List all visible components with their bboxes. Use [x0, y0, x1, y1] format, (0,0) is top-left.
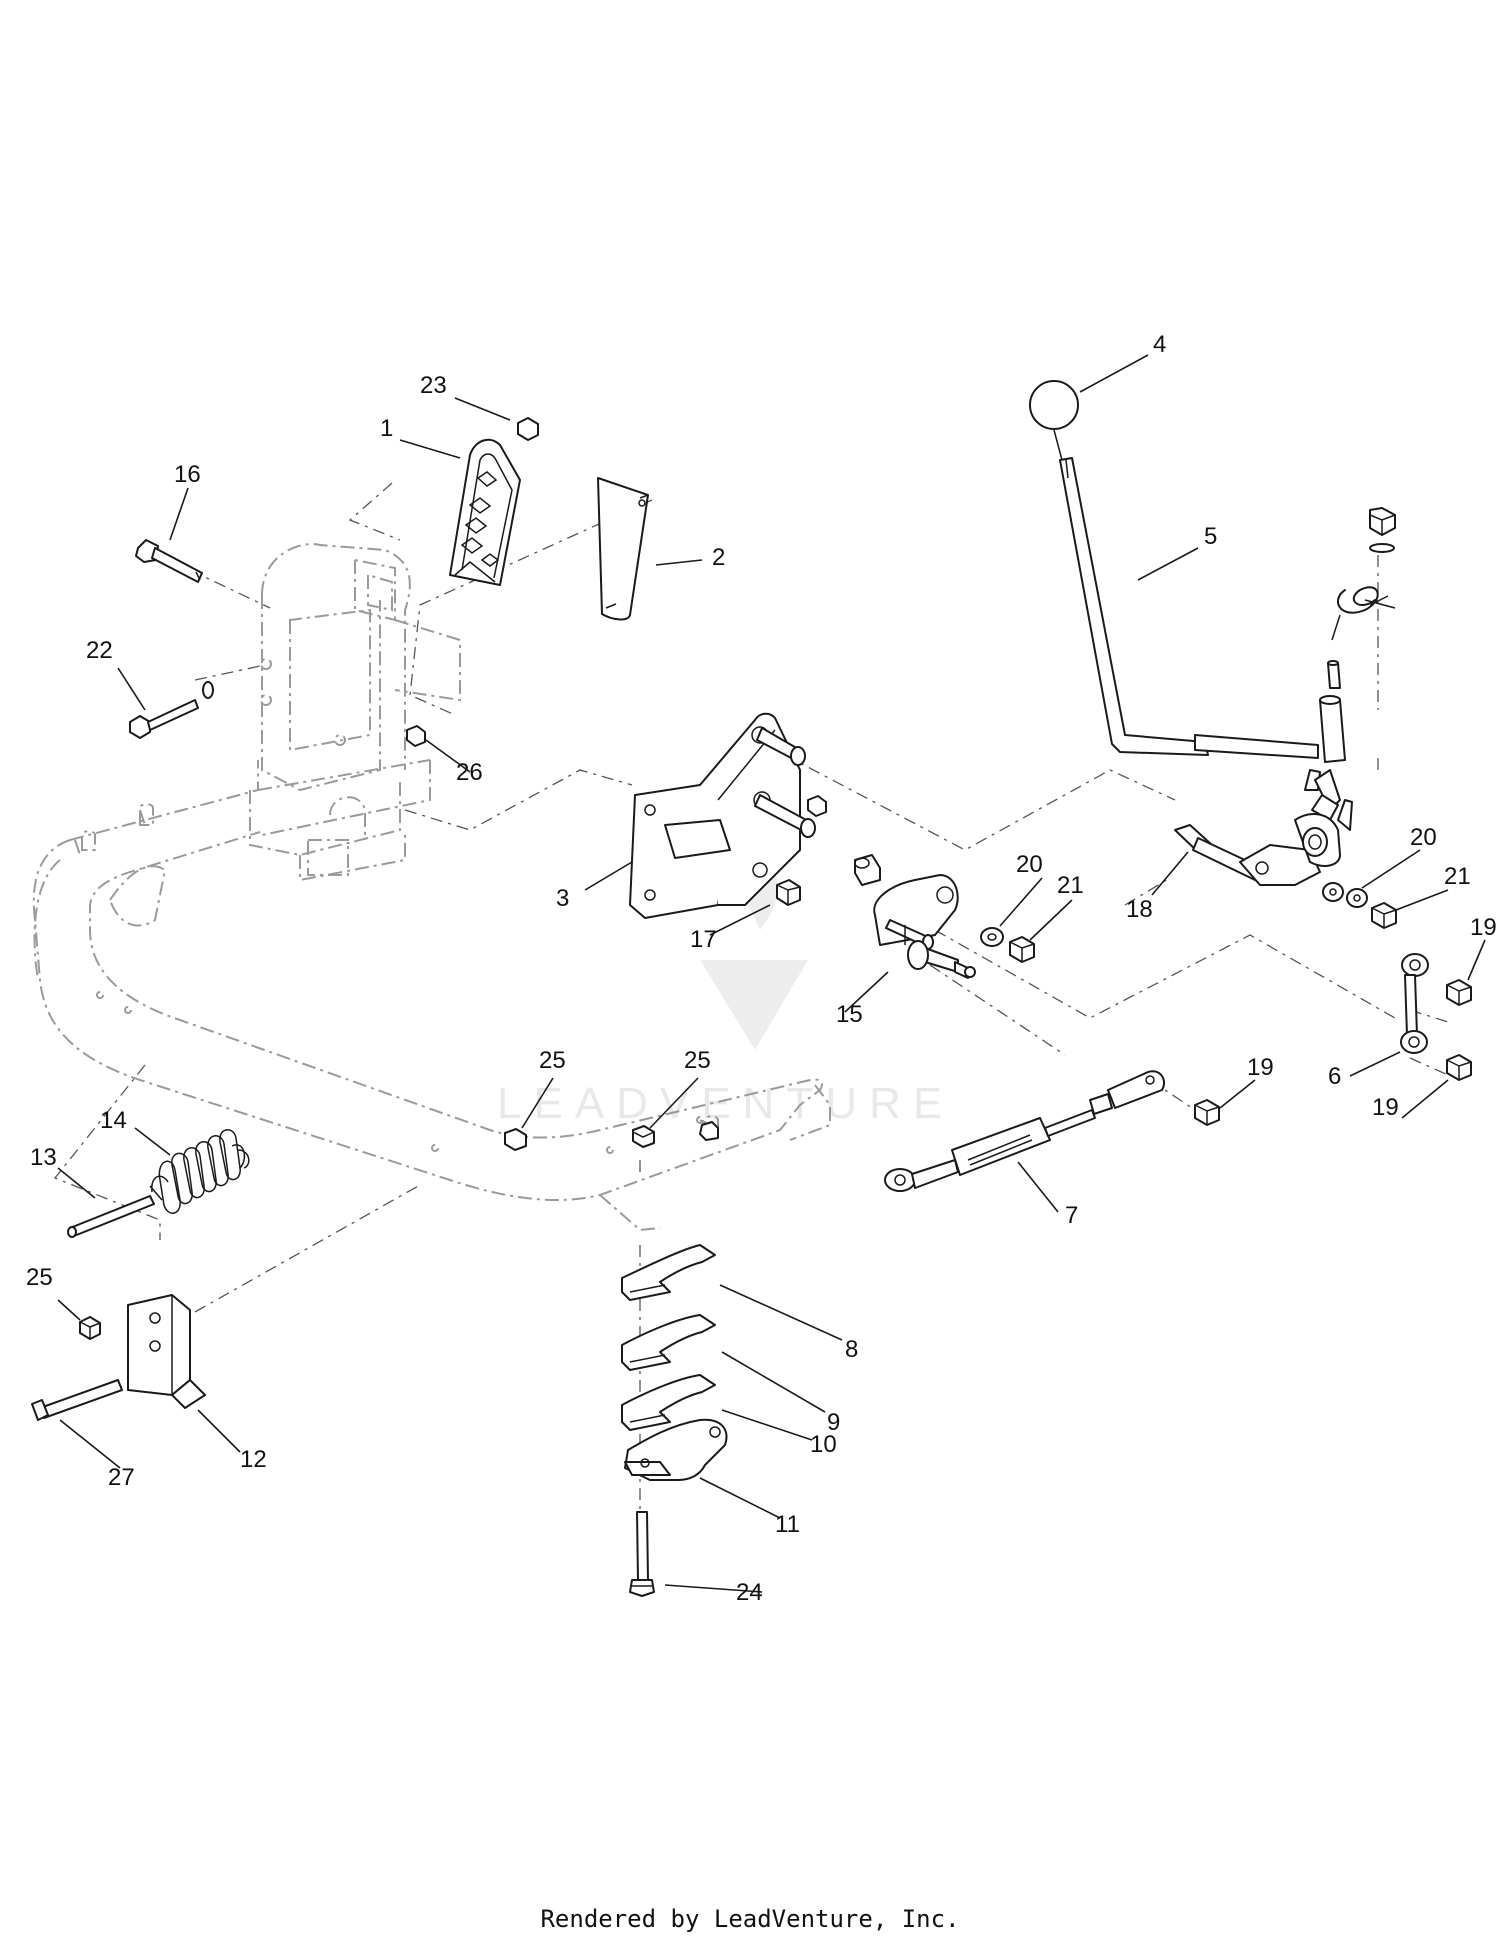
assembly-guides — [53, 482, 1449, 1590]
part-4-knob — [1029, 380, 1079, 461]
callout-23: 23 — [420, 372, 447, 399]
bracket-pins — [754, 727, 816, 838]
callout-25b: 25 — [684, 1047, 711, 1074]
callout-5: 5 — [1204, 523, 1217, 550]
callout-27: 27 — [108, 1464, 135, 1491]
part-12-spring-bracket — [127, 1294, 206, 1409]
spacer — [854, 854, 881, 886]
callout-2: 2 — [712, 544, 725, 571]
callout-10: 10 — [810, 1431, 837, 1458]
part-6-link — [1400, 953, 1429, 1054]
part-16-bolt — [135, 539, 203, 583]
callout-24: 24 — [736, 1579, 763, 1606]
watermark-text: LEADVENTURE — [497, 1079, 954, 1128]
leader-lines — [57, 354, 1486, 1593]
part-14-spring — [149, 1129, 250, 1214]
part-27-bolt — [31, 1379, 123, 1421]
callout-14: 14 — [100, 1107, 127, 1134]
part-7-rod — [884, 1070, 1166, 1192]
part-3-bracket — [629, 712, 801, 919]
callout-26: 26 — [456, 759, 483, 786]
callout-19a: 19 — [1470, 914, 1497, 941]
part-13-hook — [67, 1195, 155, 1238]
callout-20b: 20 — [1410, 824, 1437, 851]
part-22-bolt — [129, 681, 214, 739]
callout-13: 13 — [30, 1144, 57, 1171]
callout-7: 7 — [1065, 1202, 1078, 1229]
part-10-shim — [621, 1374, 716, 1431]
callout-11: 11 — [775, 1511, 800, 1538]
callout-25a: 25 — [539, 1047, 566, 1074]
callout-12: 12 — [240, 1446, 267, 1473]
footer-credit: Rendered by LeadVenture, Inc. — [540, 1905, 960, 1933]
tower-ghost — [249, 543, 461, 882]
callout-labels: 1 2 3 4 5 6 7 8 9 10 11 12 13 14 15 16 1… — [26, 331, 1497, 1606]
part-1-pedal-pad — [449, 438, 521, 586]
part-9-shim — [621, 1314, 716, 1371]
part-8-shim — [621, 1244, 716, 1301]
callout-20a: 20 — [1016, 851, 1043, 878]
part-11-clamp — [624, 1418, 728, 1481]
part-5-lever — [1059, 457, 1346, 811]
part-18-pivot-arm — [1174, 799, 1353, 886]
callout-4: 4 — [1153, 331, 1166, 358]
callout-17: 17 — [690, 926, 717, 953]
callout-9: 9 — [827, 1409, 840, 1436]
hardware-nuts — [79, 417, 1472, 1340]
part-15-link — [873, 874, 976, 979]
callout-15: 15 — [836, 1001, 863, 1028]
callout-25c: 25 — [26, 1264, 53, 1291]
callout-16: 16 — [174, 461, 201, 488]
callout-22: 22 — [86, 637, 113, 664]
callout-21b: 21 — [1444, 863, 1471, 890]
callout-3: 3 — [556, 885, 569, 912]
callout-21a: 21 — [1057, 872, 1084, 899]
leadventure-watermark: LEADVENTURE — [497, 820, 954, 1128]
callout-8: 8 — [845, 1336, 858, 1363]
callout-6: 6 — [1328, 1063, 1341, 1090]
callout-1: 1 — [380, 415, 393, 442]
part-24-bolt — [629, 1511, 655, 1597]
callout-18: 18 — [1126, 896, 1153, 923]
callout-19c: 19 — [1372, 1094, 1399, 1121]
callout-19b: 19 — [1247, 1054, 1274, 1081]
part-2-plate — [597, 477, 649, 621]
